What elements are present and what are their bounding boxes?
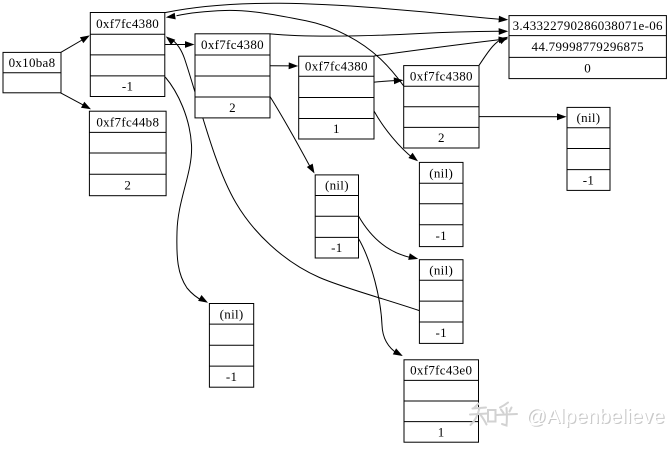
svg-text:0xf7fc4380: 0xf7fc4380: [410, 68, 473, 83]
svg-text:2: 2: [438, 130, 445, 145]
svg-text:(nil): (nil): [577, 110, 601, 125]
svg-text:-1: -1: [226, 369, 237, 384]
svg-text:(nil): (nil): [325, 178, 349, 193]
svg-text:44.79998779296875: 44.79998779296875: [532, 39, 644, 54]
svg-text:-1: -1: [435, 228, 446, 243]
svg-text:0xf7fc4380: 0xf7fc4380: [305, 59, 368, 74]
svg-text:0xf7fc4380: 0xf7fc4380: [201, 37, 264, 52]
svg-text:0xf7fc44b8: 0xf7fc44b8: [96, 114, 159, 129]
svg-text:1: 1: [333, 121, 340, 136]
svg-text:0x10ba8: 0x10ba8: [9, 55, 56, 70]
svg-text:2: 2: [124, 178, 131, 193]
svg-text:(nil): (nil): [429, 262, 453, 277]
svg-text:-1: -1: [583, 173, 594, 188]
svg-text:@Alpenbelieve: @Alpenbelieve: [527, 407, 666, 429]
svg-text:(nil): (nil): [429, 165, 453, 180]
svg-text:-1: -1: [122, 79, 133, 94]
svg-text:-1: -1: [435, 325, 446, 340]
svg-text:0xf7fc43e0: 0xf7fc43e0: [410, 363, 472, 378]
svg-text:2: 2: [229, 100, 236, 115]
svg-text:(nil): (nil): [220, 306, 244, 321]
svg-text:0xf7fc4380: 0xf7fc4380: [96, 16, 159, 31]
svg-text:@Alpenbelieve: @Alpenbelieve: [526, 406, 665, 428]
svg-text:3.43322790286038071e-06: 3.43322790286038071e-06: [513, 18, 663, 33]
svg-text:1: 1: [438, 424, 445, 439]
svg-text:0: 0: [584, 61, 591, 76]
svg-text:-1: -1: [331, 240, 342, 255]
